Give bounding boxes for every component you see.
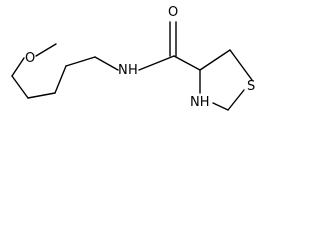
- thf-bond-o-c5: [11, 57, 25, 77]
- atom-ring-oxygen-label: O: [25, 51, 35, 66]
- thf-bond-c4-c3: [27, 92, 56, 99]
- atom-amide-hydrogen-label: H: [128, 63, 138, 78]
- atom-ring-nitrogen-label: NH: [190, 95, 210, 110]
- atom-ring-sulfur-label: S: [247, 79, 255, 94]
- chemical-structure-diagram: O N H O NH S: [11, 5, 255, 111]
- thz-bond-c4-c5: [199, 49, 231, 71]
- atom-carbonyl-oxygen-label: O: [168, 5, 178, 20]
- bond-n-carbonyl-c: [138, 55, 175, 71]
- bond-carbonyl-c4: [173, 55, 201, 71]
- thf-bond-c3-c2: [54, 65, 67, 94]
- thf-bond-c5-c4: [11, 75, 29, 99]
- atom-amide-nitrogen-label: N: [118, 63, 128, 78]
- bond-ch2-n: [94, 56, 119, 71]
- structure-canvas: O N H O NH S: [0, 0, 276, 120]
- bond-c2-ch2: [65, 56, 96, 67]
- thz-bond-s-c2: [227, 89, 245, 111]
- thz-bond-c5-s: [229, 49, 253, 81]
- thz-bond-c2-n3: [212, 102, 229, 111]
- thf-bond-o-c2: [35, 43, 57, 57]
